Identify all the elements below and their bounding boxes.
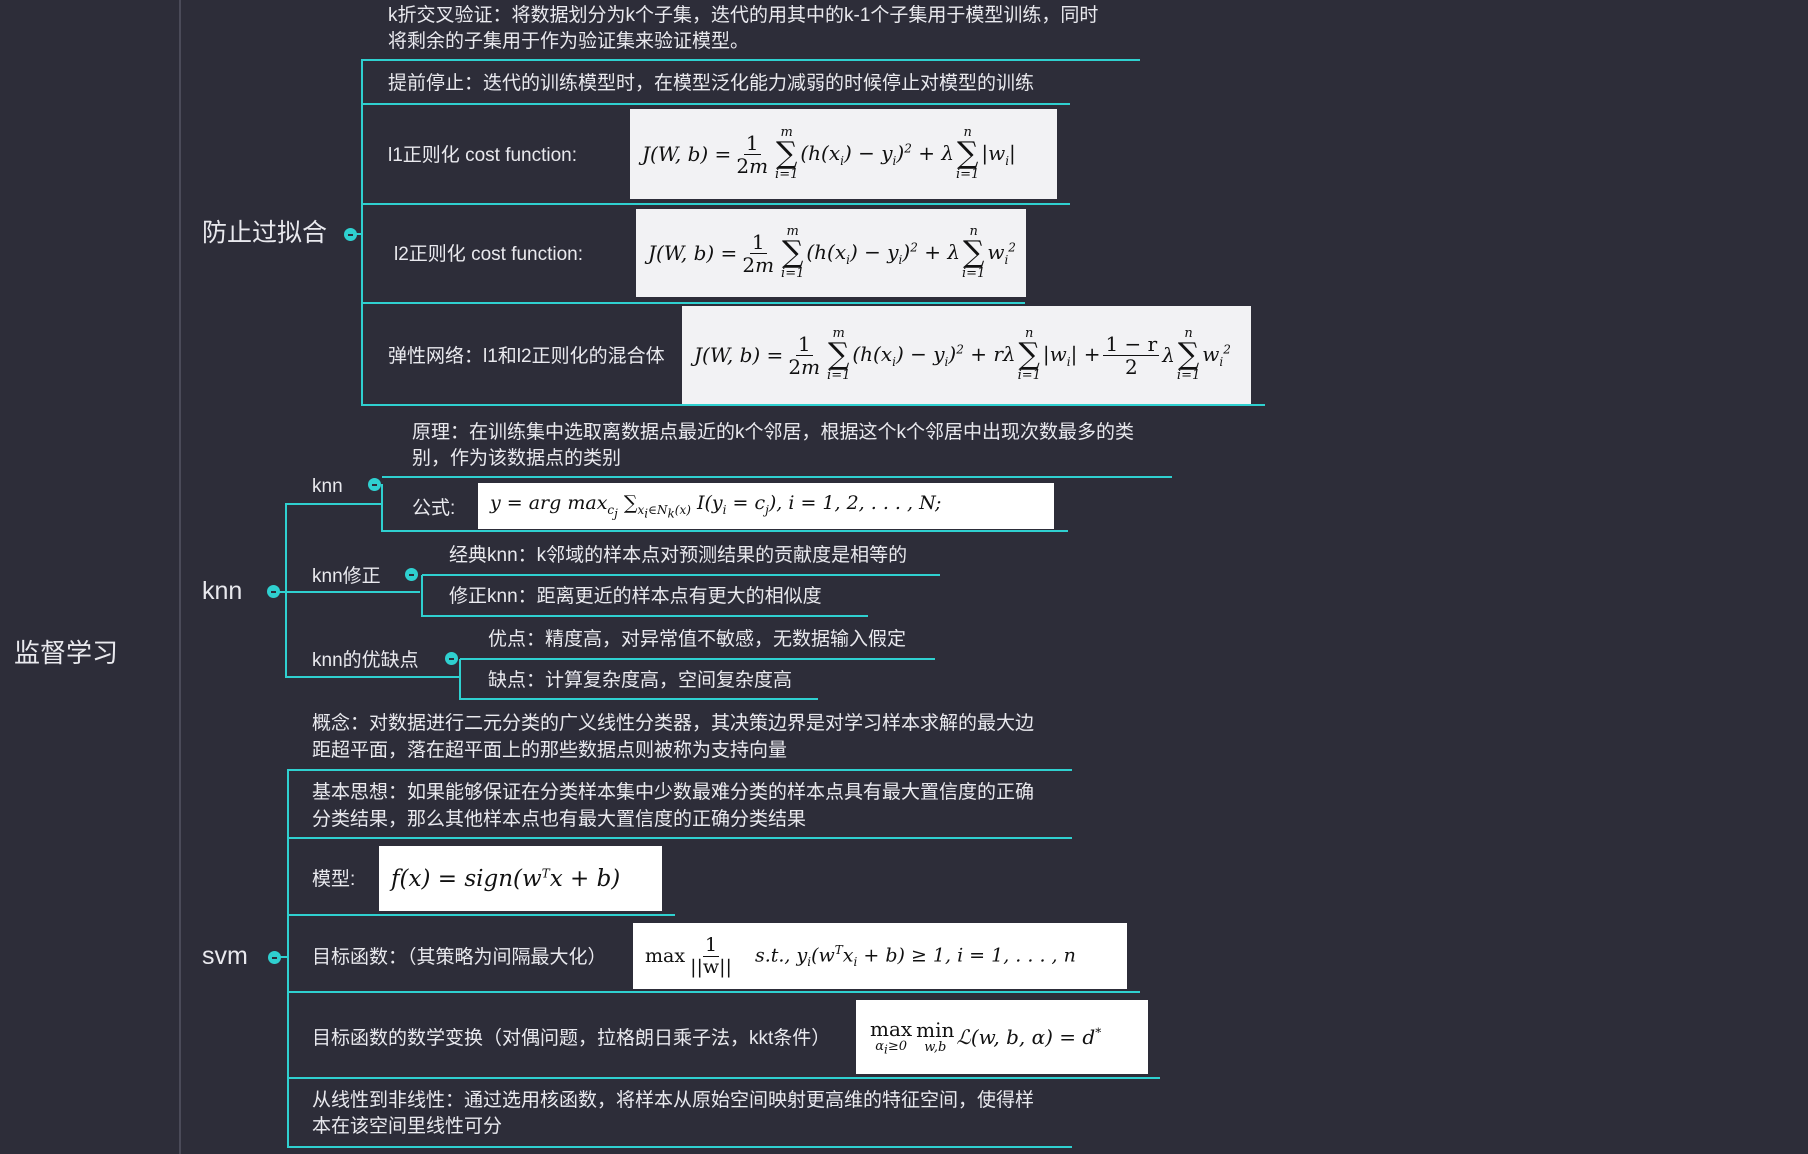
knn-modified-node[interactable]: 修正knn：距离更近的样本点有更大的相似度: [449, 586, 822, 607]
knn-principle-node[interactable]: 原理：在训练集中选取离数据点最近的k个邻居，根据这个k个邻居中出现次数最多的类: [412, 422, 1135, 443]
knn-cons-node[interactable]: 缺点：计算复杂度高，空间复杂度高: [488, 670, 793, 691]
svm-dual-label[interactable]: 目标函数的数学变换（对偶问题，拉格朗日乘子法，kkt条件）: [312, 1028, 831, 1049]
svm-idea-node[interactable]: 基本思想：如果能够保证在分类样本集中少数最难分类的样本点具有最大置信度的正确: [312, 782, 1035, 803]
knn-sub-node[interactable]: knn: [312, 476, 343, 497]
collapse-knn-proscons-icon[interactable]: [445, 652, 458, 665]
l1-label[interactable]: l1正则化 cost function:: [388, 145, 578, 166]
elastic-label[interactable]: 弹性网络：l1和l2正则化的混合体: [388, 346, 665, 367]
svm-kernel-node[interactable]: 从线性到非线性：通过选用核函数，将样本从原始空间映射更高维的特征空间，使得样: [312, 1090, 1035, 1111]
knn-pros-node[interactable]: 优点：精度高，对异常值不敏感，无数据输入假定: [488, 629, 907, 650]
collapse-knn-fix-icon[interactable]: [405, 568, 418, 581]
knn-classic-node[interactable]: 经典knn：k邻域的样本点对预测结果的贡献度是相等的: [449, 545, 908, 566]
svm-concept-line2: 距超平面，落在超平面上的那些数据点则被称为支持向量: [312, 740, 788, 761]
knn-fix-node[interactable]: knn修正: [312, 566, 381, 587]
svm-objective-formula: max 1||w|| s.t., yi(wTxi + b) ≥ 1, i = 1…: [633, 923, 1127, 989]
svm-model-label[interactable]: 模型:: [312, 869, 356, 890]
overfit-node[interactable]: 防止过拟合: [202, 219, 328, 247]
collapse-knn-icon[interactable]: [267, 585, 280, 598]
svm-model-formula: f(x) = sign(wTx + b): [379, 846, 662, 911]
collapse-knn-sub-icon[interactable]: [368, 478, 381, 491]
knn-formula-label[interactable]: 公式:: [412, 498, 456, 519]
svm-objective-label[interactable]: 目标函数：（其策略为间隔最大化）: [312, 947, 607, 968]
early-stop-node[interactable]: 提前停止：迭代的训练模型时，在模型泛化能力减弱的时候停止对模型的训练: [388, 73, 1035, 94]
svm-kernel-line2: 本在该空间里线性可分: [312, 1116, 503, 1137]
svm-node[interactable]: svm: [202, 942, 248, 970]
collapse-overfit-icon[interactable]: [344, 228, 357, 241]
svm-idea-line2: 分类结果，那么其他样本点也有最大置信度的正确分类结果: [312, 809, 807, 830]
knn-node[interactable]: knn: [202, 577, 243, 605]
l2-label[interactable]: l2正则化 cost function:: [394, 244, 584, 265]
knn-formula: y = arg maxcj ∑xi∈Nk(x) I(yi = cj), i = …: [478, 483, 1054, 529]
kfold-node-line2: 将剩余的子集用于作为验证集来验证模型。: [388, 31, 750, 52]
knn-principle-line2: 别，作为该数据点的类别: [412, 448, 622, 469]
knn-proscons-node[interactable]: knn的优缺点: [312, 650, 419, 671]
svm-concept-node[interactable]: 概念：对数据进行二元分类的广义线性分类器，其决策边界是对学习样本求解的最大边: [312, 713, 1035, 734]
root-node[interactable]: 监督学习: [14, 638, 119, 668]
kfold-node[interactable]: k折交叉验证：将数据划分为k个子集，迭代的用其中的k-1个子集用于模型训练，同时: [388, 5, 1099, 26]
collapse-svm-icon[interactable]: [268, 951, 281, 964]
